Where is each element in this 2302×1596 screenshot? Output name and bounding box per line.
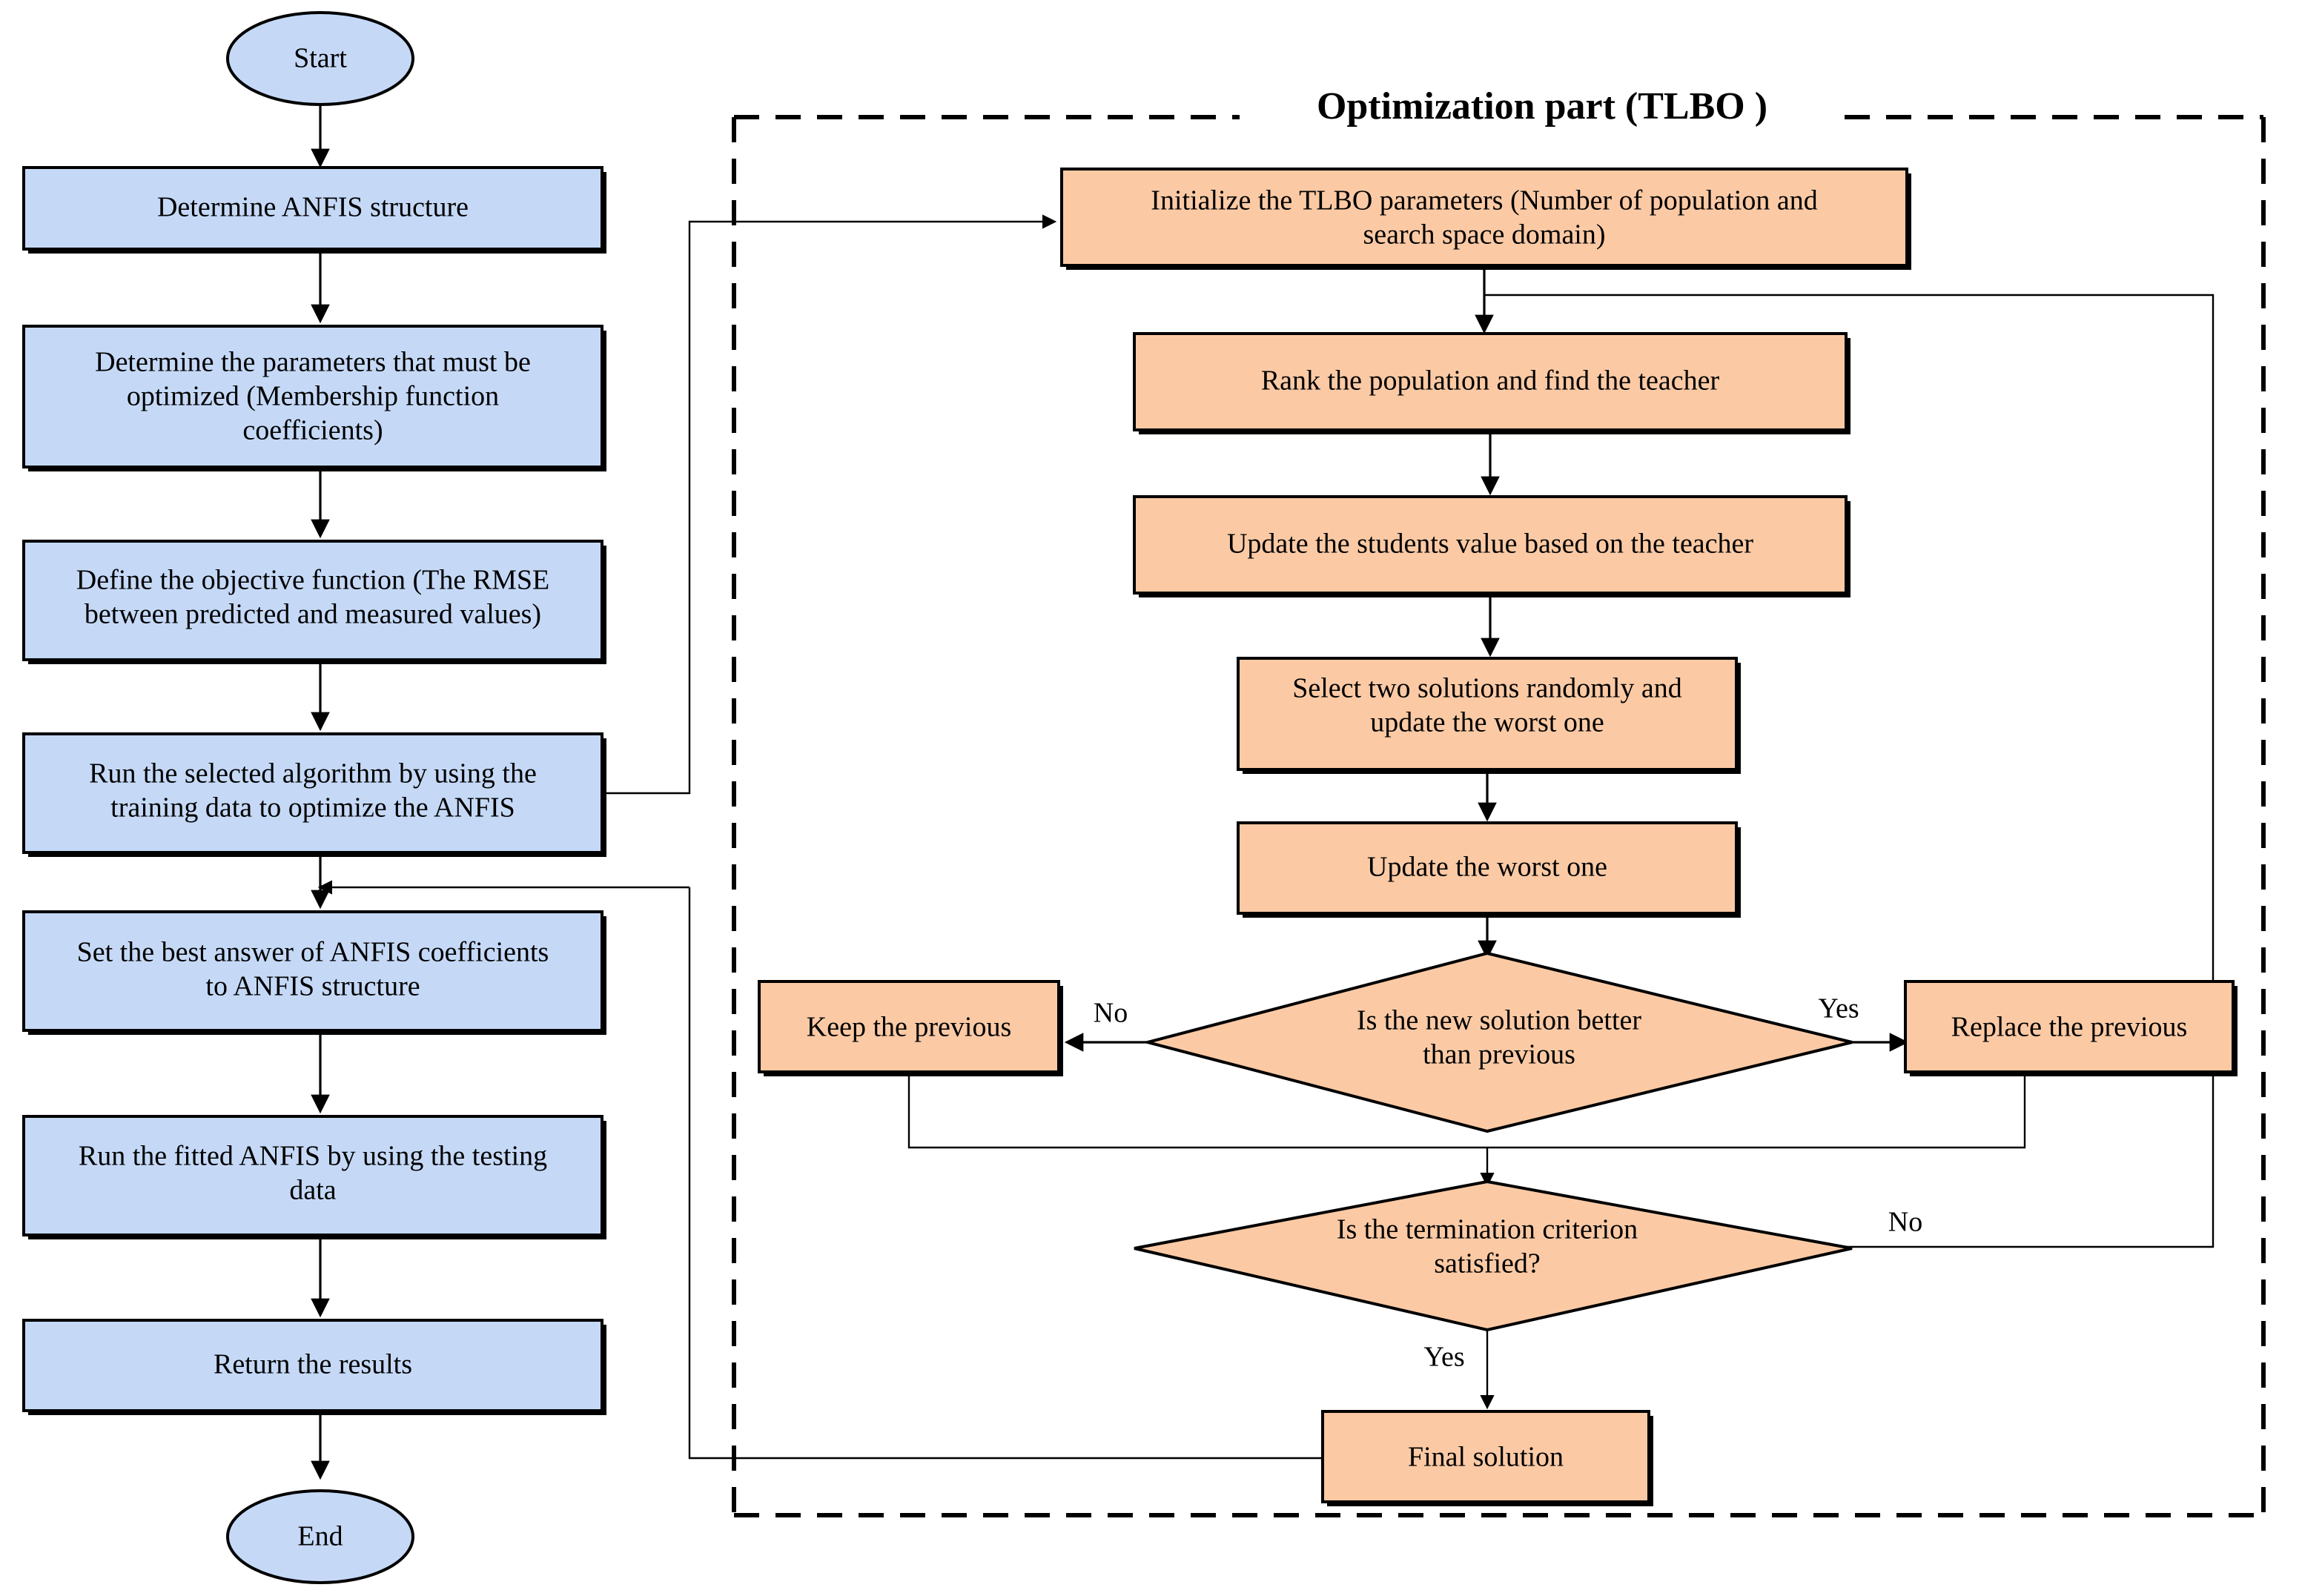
optimization-group-title: Optimization part (TLBO ) — [1317, 85, 1767, 128]
node-keep-the-previous-label: Keep the previous — [807, 1012, 1011, 1043]
node-set-best-answer-line1: Set the best answer of ANFIS coefficient… — [77, 937, 549, 968]
node-update-students-value[interactable]: Update the students value based on the t… — [1133, 495, 1850, 597]
node-determine-parameters-line2: optimized (Membership function — [127, 381, 499, 412]
node-start-label: Start — [294, 43, 347, 74]
node-update-worst-one-label: Update the worst one — [1367, 852, 1607, 883]
node-replace-the-previous[interactable]: Replace the previous — [1904, 980, 2237, 1076]
node-return-results[interactable]: Return the results — [22, 1319, 606, 1415]
node-run-selected-algorithm-line2: training data to optimize the ANFIS — [110, 792, 515, 824]
node-decision-is-new-solution-better[interactable]: Is the new solution better than previous — [1142, 951, 1853, 1133]
node-keep-the-previous[interactable]: Keep the previous — [758, 980, 1063, 1076]
node-decision-terminate-line2: satisfied? — [1434, 1248, 1541, 1279]
node-run-fitted-anfis-line1: Run the fitted ANFIS by using the testin… — [79, 1141, 547, 1172]
edge-final-solution-to-left-column — [688, 887, 1323, 1460]
edge-label-no-right: No — [1888, 1207, 1922, 1238]
node-decision-terminate-line1: Is the termination criterion — [1337, 1214, 1638, 1245]
node-run-fitted-anfis[interactable]: Run the fitted ANFIS by using the testin… — [22, 1115, 606, 1239]
node-run-selected-algorithm-line1: Run the selected algorithm by using the — [89, 758, 537, 789]
node-determine-parameters-line1: Determine the parameters that must be — [95, 347, 531, 378]
node-initialize-tlbo-parameters[interactable]: Initialize the TLBO parameters (Number o… — [1060, 168, 1911, 270]
node-final-solution[interactable]: Final solution — [1321, 1410, 1653, 1506]
edge-replace-previous-to-decision-terminate — [1487, 1072, 2026, 1149]
node-select-two-solutions-line2: update the worst one — [1370, 707, 1604, 738]
node-replace-the-previous-label: Replace the previous — [1951, 1012, 2188, 1043]
node-return-results-label: Return the results — [214, 1349, 412, 1380]
node-set-best-answer[interactable]: Set the best answer of ANFIS coefficient… — [22, 910, 606, 1035]
node-final-solution-label: Final solution — [1408, 1442, 1564, 1473]
edge-terminate-no-loop-back — [1484, 294, 2215, 1248]
edge-label-yes-right: Yes — [1818, 993, 1859, 1024]
node-define-objective-line1: Define the objective function (The RMSE — [76, 565, 549, 596]
node-determine-anfis-structure-label: Determine ANFIS structure — [157, 192, 469, 223]
node-determine-parameters-line3: coefficients) — [242, 415, 383, 446]
node-determine-parameters[interactable]: Determine the parameters that must be op… — [22, 325, 606, 471]
node-initialize-tlbo-line2: search space domain) — [1363, 219, 1605, 251]
node-start[interactable]: Start — [226, 11, 414, 106]
node-update-students-value-label: Update the students value based on the t… — [1227, 529, 1753, 560]
node-rank-population-label: Rank the population and find the teacher — [1261, 365, 1720, 397]
node-decision-is-termination-criterion-satisfied[interactable]: Is the termination criterion satisfied? — [1134, 1179, 1853, 1332]
edge-label-no-left: No — [1094, 998, 1128, 1029]
edge-run-alg-to-init-tlbo — [602, 214, 1057, 795]
node-define-objective-function[interactable]: Define the objective function (The RMSE … — [22, 540, 606, 664]
node-decision-better-line2: than previous — [1423, 1039, 1575, 1070]
node-determine-anfis-structure[interactable]: Determine ANFIS structure — [22, 166, 606, 254]
edge-label-yes-down: Yes — [1423, 1342, 1464, 1373]
node-run-selected-algorithm[interactable]: Run the selected algorithm by using the … — [22, 732, 606, 857]
edge-keep-previous-to-decision-terminate — [907, 1072, 1487, 1149]
node-run-fitted-anfis-line2: data — [289, 1175, 336, 1206]
node-rank-population[interactable]: Rank the population and find the teacher — [1133, 332, 1850, 434]
node-initialize-tlbo-line1: Initialize the TLBO parameters (Number o… — [1151, 185, 1817, 216]
node-end-label: End — [297, 1521, 343, 1552]
optimization-group-border — [732, 115, 2266, 1517]
node-update-worst-one[interactable]: Update the worst one — [1237, 821, 1741, 918]
node-set-best-answer-line2: to ANFIS structure — [205, 971, 420, 1002]
node-end[interactable]: End — [226, 1489, 414, 1584]
node-select-two-solutions[interactable]: Select two solutions randomly and update… — [1237, 657, 1741, 774]
node-select-two-solutions-line1: Select two solutions randomly and — [1292, 673, 1682, 704]
node-define-objective-line2: between predicted and measured values) — [85, 599, 541, 630]
node-decision-better-line1: Is the new solution better — [1357, 1005, 1641, 1036]
